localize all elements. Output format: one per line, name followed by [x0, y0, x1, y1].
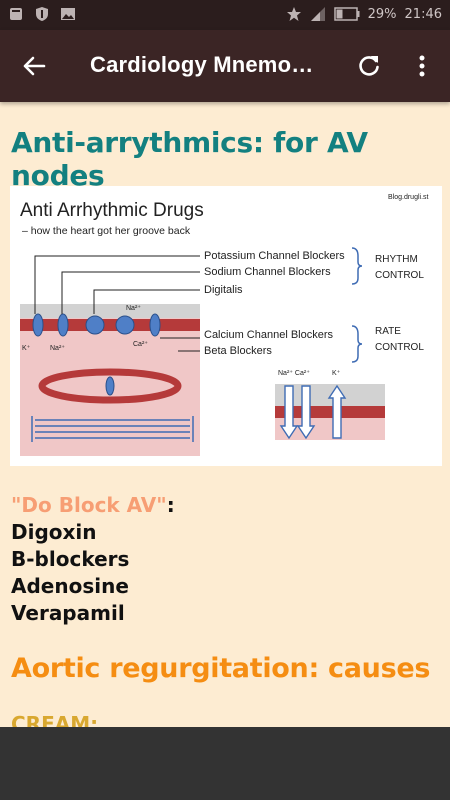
section-subheading-cream: CREAM:	[11, 712, 99, 727]
app-title: Cardiology Mnemo…	[90, 52, 314, 77]
section-heading-antiarrhythmics: Anti-arrythmics: for AV nodes	[11, 126, 368, 192]
status-left	[8, 6, 76, 22]
diagram-watermark: Blog.drugli.st	[388, 194, 429, 201]
image-icon	[61, 8, 75, 20]
system-nav-bar	[0, 727, 450, 800]
label-calcium-blockers: Calcium Channel Blockers	[204, 329, 333, 341]
mnemonic-quote: "Do Block AV"	[11, 493, 167, 517]
shield-icon	[36, 7, 48, 21]
mnemonic-colon: :	[166, 493, 175, 517]
mnemonic-item: Digoxin	[11, 520, 97, 544]
label-sodium-blockers: Sodium Channel Blockers	[204, 266, 331, 278]
status-right: 29% 21:46	[286, 6, 442, 22]
back-arrow-icon[interactable]	[20, 52, 48, 80]
label-rate-control: CONTROL	[375, 342, 424, 353]
diagram-subtitle: – how the heart got her groove back	[22, 225, 191, 237]
ion-k-right: K⁺	[332, 370, 341, 377]
label-rhythm-control: CONTROL	[375, 270, 424, 281]
mnemonic-item: B-blockers	[11, 547, 130, 571]
antiarrhythmic-diagram: Anti Arrhythmic Drugs – how the heart go…	[10, 186, 442, 466]
ion-na-top: Na²⁺	[126, 305, 141, 312]
cell-membrane	[20, 319, 200, 331]
signal-icon	[310, 7, 325, 21]
ion-na-ca: Na²⁺ Ca²⁺	[278, 370, 310, 377]
sarcoplasmic-reticulum	[38, 368, 182, 404]
refresh-icon[interactable]	[355, 52, 383, 80]
ion-channels	[32, 313, 161, 396]
battery-percent: 29%	[367, 6, 397, 22]
ion-flow-arrows	[279, 384, 347, 440]
label-rhythm: RHYTHM	[375, 254, 418, 265]
ion-ca: Ca²⁺	[133, 341, 148, 348]
mnemonic-heading: "Do Block AV":	[11, 492, 175, 519]
notification-icon	[10, 8, 22, 20]
diagram-title: Anti Arrhythmic Drugs	[20, 200, 204, 221]
app-bar: Cardiology Mnemo…	[0, 30, 450, 102]
ion-k: K⁺	[22, 345, 31, 352]
label-digitalis: Digitalis	[204, 284, 243, 296]
myofilaments	[31, 416, 194, 442]
extracellular-band	[20, 304, 200, 318]
braces	[351, 247, 363, 363]
star-icon	[286, 7, 301, 21]
mnemonic-block: "Do Block AV": Digoxin B-blockers Adenos…	[11, 492, 175, 627]
label-beta-blockers: Beta Blockers	[204, 345, 272, 357]
diagram-svg: Anti Arrhythmic Drugs – how the heart go…	[20, 194, 429, 456]
leader-lines	[34, 255, 200, 352]
status-time: 21:46	[404, 6, 442, 22]
mnemonic-item: Adenosine	[11, 574, 129, 598]
section-heading-aortic-regurgitation: Aortic regurgitation: causes	[11, 653, 431, 684]
more-vert-icon[interactable]	[412, 52, 432, 80]
status-bar: 29% 21:46	[0, 0, 450, 30]
content-scroll[interactable]: Anti-arrythmics: for AV nodes Anti Arrhy…	[0, 102, 450, 727]
mnemonic-item: Verapamil	[11, 601, 125, 625]
battery-icon	[333, 7, 360, 21]
ion-na: Na²⁺	[50, 345, 65, 352]
label-rate: RATE	[375, 326, 401, 337]
label-potassium-blockers: Potassium Channel Blockers	[204, 250, 345, 262]
